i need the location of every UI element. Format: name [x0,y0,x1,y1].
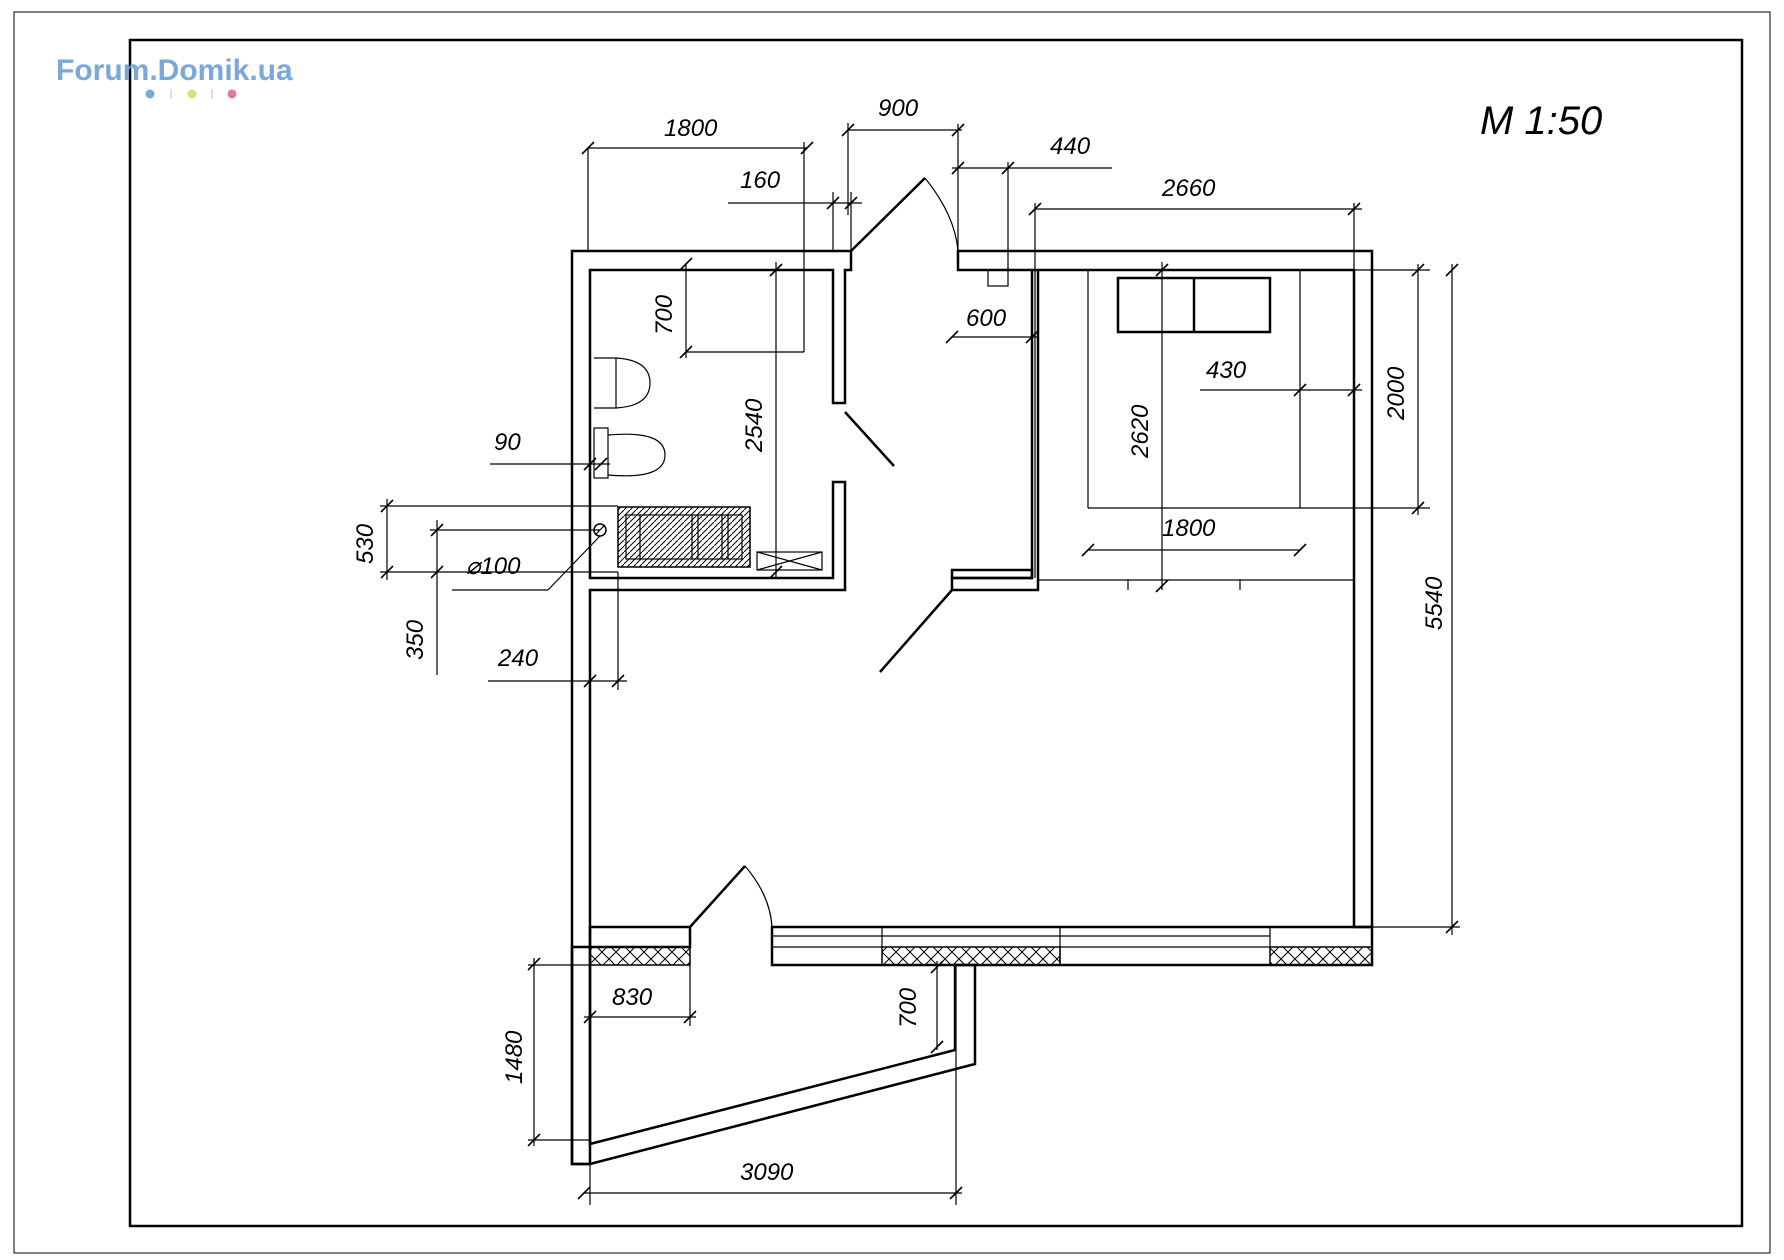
watermark-dot-yellow [187,89,197,99]
window-hatch-mid [881,946,1061,966]
dim-3090: 3090 [740,1159,794,1186]
dim-600: 600 [966,305,1007,332]
meter-box [987,269,1009,287]
balcony-door [689,865,773,928]
dimension-lines [380,123,1460,1205]
dim-diameter-100: ⌀100 [466,553,521,580]
watermark-text: Forum.Domik.ua [56,54,293,87]
watermark-logo: Forum.Domik.ua [56,54,293,99]
dim-440: 440 [1050,133,1091,160]
dim-1800-top: 1800 [664,115,718,142]
dim-90: 90 [494,429,521,456]
dim-700-bath: 700 [651,294,678,335]
dim-700-balcony: 700 [895,987,922,1028]
dimension-labels: 1800 900 160 440 2660 700 600 430 2000 2… [352,95,1448,1186]
dim-240: 240 [497,645,539,672]
dim-5540: 5540 [1421,576,1448,630]
window-frames [772,927,1271,965]
dim-900: 900 [878,95,919,122]
dim-1480: 1480 [501,1030,528,1084]
dim-830: 830 [612,984,653,1011]
entrance-door [850,177,959,252]
dim-2000: 2000 [1383,366,1410,421]
dim-2540: 2540 [741,398,768,453]
dim-430: 430 [1206,357,1247,384]
dim-1800-bed: 1800 [1162,515,1216,542]
scale-label: M 1:50 [1480,99,1602,143]
dim-2660: 2660 [1161,175,1216,202]
toilet [594,357,651,409]
dim-160: 160 [740,167,781,194]
window-hatch-right [1269,946,1373,966]
closet-door [879,589,953,673]
sheet-outer-frame [13,11,1771,1254]
shower-tray [756,551,823,571]
watermark-dot-pink [227,89,237,99]
sheet-inner-frame [128,38,1744,1228]
bathtub [617,506,751,568]
sink [593,427,666,479]
window-hatch-left [589,946,691,966]
dim-530: 530 [352,523,379,564]
exterior-walls [570,249,1374,1166]
dim-2620: 2620 [1127,404,1154,459]
dim-350: 350 [402,619,429,660]
bed [1038,270,1354,590]
watermark-dot-blue [145,89,155,99]
bathroom-door [844,411,895,467]
